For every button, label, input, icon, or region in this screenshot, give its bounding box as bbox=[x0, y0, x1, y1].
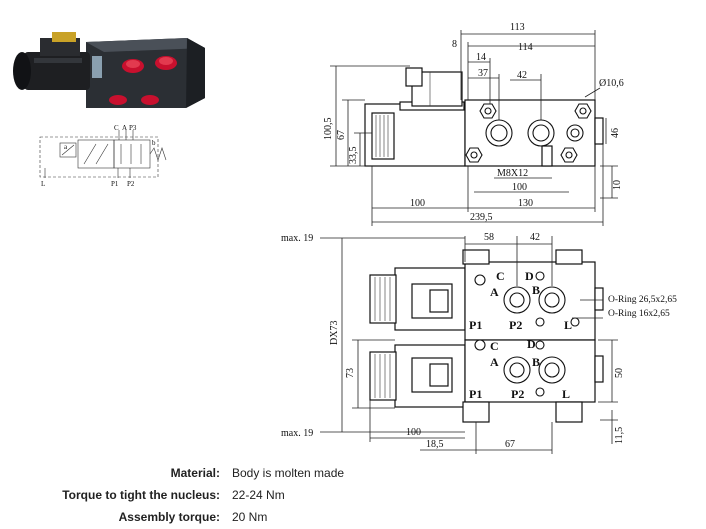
dim-10: 10 bbox=[612, 180, 623, 190]
lower-coil-cap bbox=[369, 351, 397, 401]
port-cap-right-highlight bbox=[159, 57, 173, 65]
connector-housing bbox=[40, 38, 80, 56]
spec-value: 22-24 Nm bbox=[232, 488, 285, 502]
symbol-label-p1: P1 bbox=[111, 180, 119, 188]
front-cap-left bbox=[109, 95, 127, 105]
label-plate bbox=[92, 56, 102, 78]
lower-port-label-l: L bbox=[562, 387, 570, 401]
front-cap-right bbox=[141, 95, 159, 105]
dim-113: 113 bbox=[510, 22, 525, 33]
dim-42-top: 42 bbox=[517, 70, 527, 81]
spec-value: Body is molten made bbox=[232, 466, 345, 480]
dim-37: 37 bbox=[478, 68, 488, 79]
dim-130: 130 bbox=[518, 198, 533, 209]
lower-port-label-p2: P2 bbox=[511, 387, 524, 401]
oring-small-label: O-Ring 16x2,65 bbox=[608, 309, 670, 319]
dim-100-5: 100,5 bbox=[323, 118, 334, 141]
oring-large-label: O-Ring 26,5x2,65 bbox=[608, 295, 677, 305]
lower-port-label-d: D bbox=[527, 337, 536, 351]
dim-114: 114 bbox=[518, 42, 533, 53]
dim-33-5: 33,5 bbox=[348, 147, 359, 165]
dim-8: 8 bbox=[452, 39, 457, 50]
spec-row-assembly-torque: Assembly torque: 20 Nm bbox=[0, 506, 706, 528]
upper-bolt-head-left bbox=[462, 249, 490, 265]
upper-port-label-p2: P2 bbox=[509, 318, 522, 332]
lower-port-label-c: C bbox=[490, 339, 499, 353]
valve-block-top bbox=[86, 38, 205, 52]
lower-bolt-head-left bbox=[462, 401, 490, 423]
upper-port-label-p1: P1 bbox=[469, 318, 482, 332]
upper-port-label-c: C bbox=[496, 269, 505, 283]
valve-block-body bbox=[86, 38, 205, 108]
product-photo bbox=[13, 32, 205, 108]
dim-67-bottom: 67 bbox=[505, 439, 515, 450]
coil-end-cap bbox=[13, 52, 31, 90]
m8-tapped-hole bbox=[541, 145, 553, 167]
dim-diameter-10-6: Ø10,6 bbox=[599, 78, 624, 89]
spec-row-material: Material: Body is molten made bbox=[0, 462, 706, 484]
dim-max19-top: max. 19 bbox=[281, 233, 313, 244]
dim-100-inner: 100 bbox=[512, 182, 527, 193]
spec-table: Material: Body is molten made Torque to … bbox=[0, 462, 706, 528]
upper-port-label-b: B bbox=[532, 283, 540, 297]
technical-drawing: C A P3 a b L P1 P2 bbox=[13, 22, 677, 454]
upper-port-label-d: D bbox=[525, 269, 534, 283]
symbol-label-p2: P2 bbox=[127, 180, 135, 188]
dim-50: 50 bbox=[614, 368, 625, 378]
spec-label: Assembly torque: bbox=[118, 510, 220, 524]
upper-port-label-l: L bbox=[564, 318, 572, 332]
dim-46: 46 bbox=[610, 128, 621, 138]
symbol-label-b-small: b bbox=[152, 139, 156, 147]
solenoid-coil bbox=[24, 52, 90, 90]
lower-port-label-p1: P1 bbox=[469, 387, 482, 401]
dim-14: 14 bbox=[476, 52, 486, 63]
lower-port-label-b: B bbox=[532, 355, 540, 369]
symbol-dashed-frame bbox=[39, 136, 159, 178]
valve-block-side bbox=[186, 38, 205, 108]
dim-18-5: 18,5 bbox=[426, 439, 444, 450]
symbol-label-a: A bbox=[122, 124, 127, 132]
spec-label: Torque to tight the nucleus: bbox=[62, 488, 220, 502]
hydraulic-symbol: C A P3 a b L P1 P2 bbox=[39, 124, 167, 188]
dim-73: 73 bbox=[345, 368, 356, 378]
upper-port-label-a: A bbox=[490, 285, 499, 299]
dim-100-bottom: 100 bbox=[406, 427, 421, 438]
solenoid-box bbox=[59, 142, 77, 158]
dim-dx73: DX73 bbox=[329, 321, 340, 345]
coil-ribbed-cap bbox=[371, 112, 395, 160]
bottom-view-drawing: max. 19 58 42 DX73 73 50 100 18,5 67 11,… bbox=[281, 232, 677, 454]
top-view-drawing: 113 114 8 14 37 42 Ø10,6 100,5 67 33,5 4… bbox=[323, 22, 624, 226]
dim-58: 58 bbox=[484, 232, 494, 243]
spec-value: 20 Nm bbox=[232, 510, 268, 524]
symbol-label-a-small: a bbox=[64, 143, 68, 151]
dim-67-top: 67 bbox=[336, 130, 347, 140]
spool-position-2 bbox=[113, 139, 151, 169]
symbol-label-c: C bbox=[114, 124, 119, 132]
spring-symbol bbox=[149, 147, 167, 161]
dim-11-5: 11,5 bbox=[614, 427, 625, 444]
symbol-label-p3: P3 bbox=[129, 124, 137, 132]
spec-row-torque-nucleus: Torque to tight the nucleus: 22-24 Nm bbox=[0, 484, 706, 506]
dim-42-bottom: 42 bbox=[530, 232, 540, 243]
dim-239-5: 239,5 bbox=[470, 212, 493, 223]
upper-coil-cap bbox=[369, 274, 397, 324]
upper-bolt-head-right bbox=[555, 249, 583, 265]
dim-m8x12: M8X12 bbox=[497, 168, 528, 179]
dim-max19-bottom: max. 19 bbox=[281, 428, 313, 439]
lower-port-label-a: A bbox=[490, 355, 499, 369]
symbol-label-l: L bbox=[41, 180, 45, 188]
coil-ridge bbox=[34, 58, 82, 63]
lower-bolt-head-right bbox=[555, 401, 583, 423]
connector-plug bbox=[52, 32, 76, 42]
spec-label: Material: bbox=[170, 466, 220, 480]
port-cap-left-highlight bbox=[126, 60, 140, 68]
dim-100-left: 100 bbox=[410, 198, 425, 209]
